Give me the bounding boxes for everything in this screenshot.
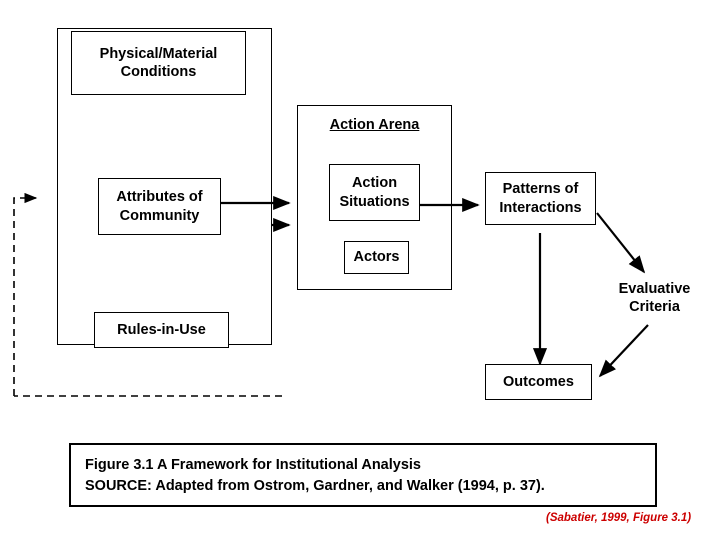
caption-source: SOURCE: Adapted from Ostrom, Gardner, an… (85, 478, 545, 495)
node-outcomes[interactable]: Outcomes (485, 364, 592, 400)
source-attribution: (Sabatier, 1999, Figure 3.1) (546, 512, 692, 524)
node-actors[interactable]: Actors (344, 241, 409, 274)
node-patterns-of-interactions[interactable]: Patterns of Interactions (485, 172, 596, 225)
action-arena-group (297, 105, 452, 290)
node-attributes-of-community[interactable]: Attributes of Community (98, 178, 221, 235)
node-action-situations[interactable]: Action Situations (329, 164, 420, 221)
figure-caption: Figure 3.1 A Framework for Institutional… (69, 443, 657, 507)
node-physical-material-conditions[interactable]: Physical/Material Conditions (71, 31, 246, 95)
node-rules-in-use[interactable]: Rules-in-Use (94, 312, 229, 348)
action-arena-label: Action Arena (329, 117, 420, 133)
node-evaluative-criteria[interactable]: Evaluative Criteria (618, 280, 691, 315)
caption-title: Figure 3.1 A Framework for Institutional… (85, 457, 421, 473)
